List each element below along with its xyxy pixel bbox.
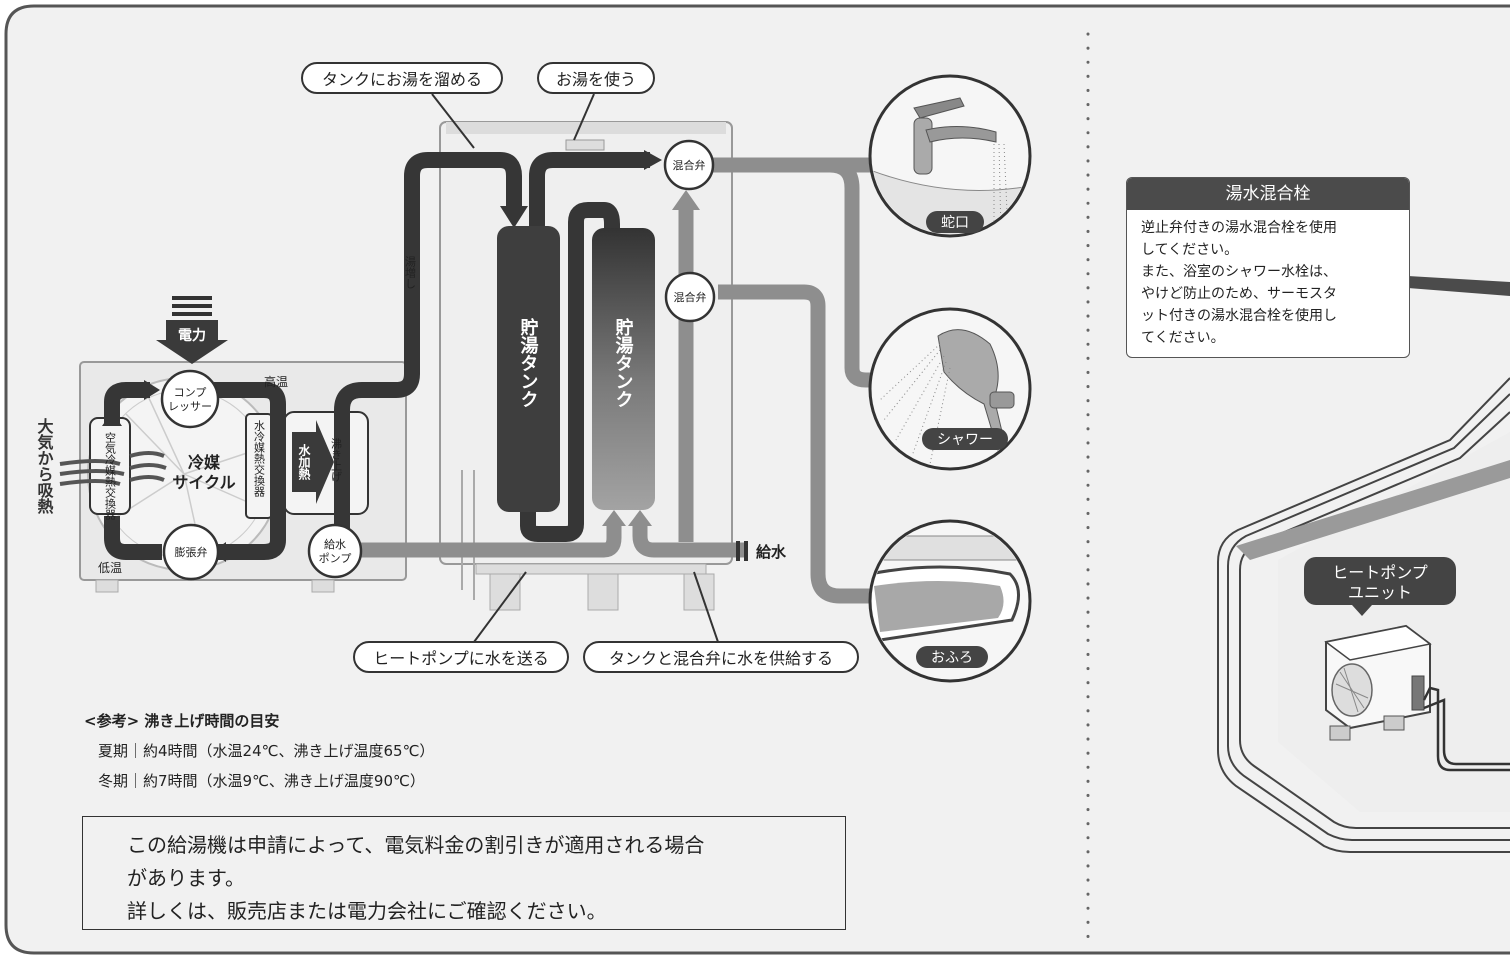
callout-line: また、浴室のシャワー水栓は、: [1141, 264, 1337, 280]
send-water-pill: [353, 641, 569, 673]
reheating-label: 湯増し: [404, 256, 417, 289]
heat-pump-unit-tag: [1304, 557, 1456, 605]
bath-circle: [868, 519, 1032, 683]
use-hot-water-pill: [537, 62, 655, 94]
hot-water-pipes: [104, 152, 650, 560]
shower-circle: [868, 307, 1032, 471]
supply-water-pill: [583, 641, 859, 673]
use-hot-water-label: お湯を使う: [556, 70, 636, 89]
air-heat-exchanger-label: 空気冷媒熱交換器: [104, 431, 117, 521]
arrow-up-air-hex: [102, 412, 122, 426]
mixing-valve-mid-label: 混合弁: [674, 290, 707, 304]
store-hot-water-label: タンクにお湯を溜める: [322, 70, 482, 89]
faucet-label-pill: [926, 211, 984, 233]
absorb-heat-label: 大気から吸熱: [35, 417, 54, 515]
water-supply-marker: [736, 541, 740, 561]
power-arrow: [156, 296, 228, 364]
callout-line: やけど防止のため、サーモスタ: [1141, 286, 1337, 302]
arrow-to-valve: [644, 150, 662, 170]
callout-title: 湯水混合栓: [1127, 178, 1409, 210]
compressor-label-2: レッサー: [168, 400, 212, 413]
send-water-label: ヒートポンプに水を送る: [373, 649, 549, 668]
shower-label: シャワー: [937, 432, 993, 448]
water-heat-exchanger-label: 水冷媒熱交換器: [253, 420, 266, 498]
notice-line-1: この給湯機は申請によって、電気料金の割引きが適用される場合: [127, 833, 705, 857]
heat-pump-unit-label-1: ヒートポンプ: [1332, 563, 1428, 582]
expansion-valve-label: 膨張弁: [175, 545, 208, 559]
water-heating-arrow: [292, 420, 334, 504]
mixer-faucet-callout: 湯水混合栓 逆止弁付きの湯水混合栓を使用 してください。 また、浴室のシャワー水…: [1126, 177, 1410, 358]
heat-pump-unit-label-2: ユニット: [1348, 583, 1412, 602]
feed-pump-label-1: 給水: [324, 537, 346, 551]
high-temp-label: 高温: [264, 374, 288, 389]
refrigerant-cycle-label-1: 冷媒: [188, 453, 221, 472]
bath-label-pill: [916, 646, 988, 668]
water-heating-label: 水加熱: [297, 443, 311, 481]
storage-tank-1-label: 貯湯タンク: [518, 317, 539, 408]
water-pipes: [356, 157, 900, 604]
reference-title: <参考> 沸き上げ時間の目安: [84, 712, 280, 730]
arrow-water-up: [672, 190, 700, 210]
reference-summer: 夏期｜約4時間（水温24℃、沸き上げ温度65℃）: [98, 742, 435, 760]
reference-winter: 冬期｜約7時間（水温9℃、沸き上げ温度90℃）: [98, 772, 425, 790]
low-temp-label: 低温: [98, 561, 122, 575]
installation-illustration: [1217, 276, 1510, 853]
notice-line-2: があります。: [127, 866, 245, 890]
feed-pump-node: [307, 523, 363, 579]
water-supply-label: 給水: [756, 543, 787, 561]
callout-line: してください。: [1141, 242, 1239, 258]
arrow-into-tank: [500, 206, 528, 228]
notice-box: この給湯機は申請によって、電気料金の割引きが適用される場合 があります。 詳しく…: [82, 816, 846, 930]
refrigerant-cycle-label-2: サイクル: [172, 473, 235, 492]
compressor-node: [160, 369, 220, 429]
bath-label: おふろ: [931, 650, 973, 666]
faucet-label: 蛇口: [941, 215, 969, 231]
supply-water-label: タンクと混合弁に水を供給する: [609, 649, 833, 668]
shower-label-pill: [922, 428, 1008, 450]
storage-tank-2-label: 貯湯タンク: [613, 317, 634, 408]
arrow-water-mix: [628, 510, 652, 526]
power-label: 電力: [178, 327, 206, 344]
feed-pump-label-2: ポンプ: [319, 552, 352, 565]
arrow-to-compressor: [144, 380, 160, 400]
callout-line: てください。: [1141, 330, 1225, 346]
mixing-valve-top-node: [663, 139, 715, 191]
boil-up-label: 沸き上げ: [330, 438, 343, 482]
pointer-lines: [431, 93, 719, 643]
faucet-circle: [868, 74, 1032, 238]
store-hot-water-pill: [301, 62, 503, 94]
notice-line-3: 詳しくは、販売店または電力会社にご確認ください。: [127, 899, 607, 923]
storage-tank-2: [592, 228, 655, 510]
callout-body: 逆止弁付きの湯水混合栓を使用 してください。 また、浴室のシャワー水栓は、 やけ…: [1127, 210, 1409, 357]
arrow-water-tank: [602, 510, 626, 526]
callout-line: 逆止弁付きの湯水混合栓を使用: [1141, 220, 1337, 236]
expansion-valve-node: [162, 523, 220, 581]
mixing-valve-top-label: 混合弁: [673, 158, 706, 172]
air-intake-arrows: [59, 451, 167, 486]
mixing-valve-mid-node: [664, 271, 716, 323]
compressor-label-1: コンプ: [174, 386, 207, 399]
reference-note: <参考> 沸き上げ時間の目安 夏期｜約4時間（水温24℃、沸き上げ温度65℃） …: [84, 706, 704, 796]
callout-line: ット付きの湯水混合栓を使用し: [1141, 308, 1337, 324]
storage-tank-1: [497, 226, 560, 512]
